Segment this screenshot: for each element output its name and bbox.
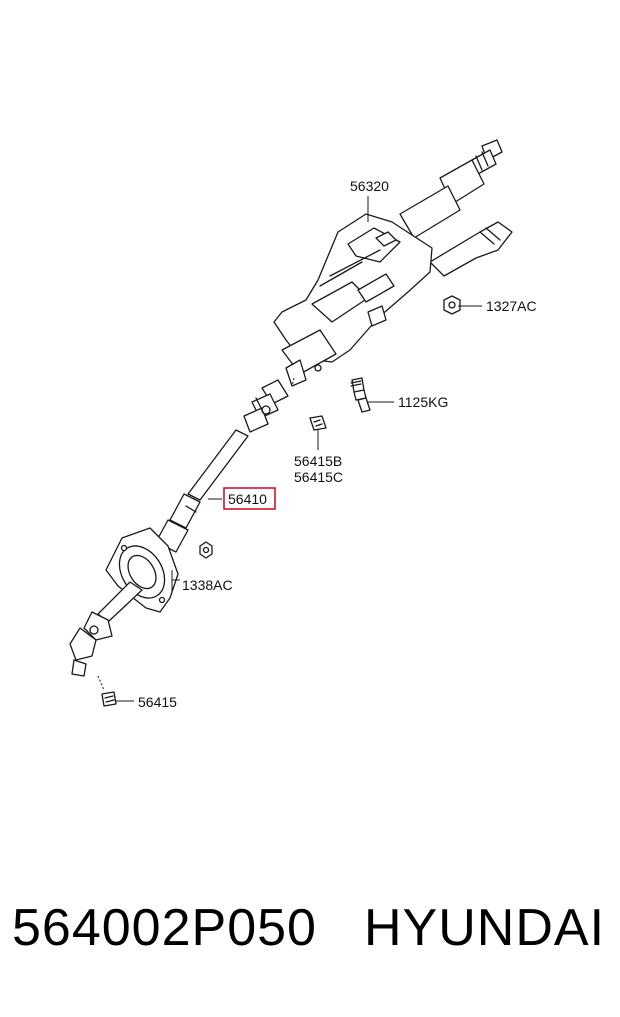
highlight-box xyxy=(223,487,276,510)
nut-1327ac-icon xyxy=(443,295,461,315)
steering-column-diagram: 56320 1327AC 1125KG 56415B 56415C 56410 … xyxy=(69,139,537,710)
brand-name: HYUNDAI xyxy=(364,899,606,957)
bolt-1125kg-icon xyxy=(350,377,371,413)
callout-1125kg: 1125KG xyxy=(398,394,448,410)
callout-56415c: 56415C xyxy=(294,469,343,485)
bolt-56415b-icon xyxy=(309,415,327,431)
leader-lines xyxy=(97,196,482,702)
steering-column-upper xyxy=(273,139,513,387)
callout-56320: 56320 xyxy=(350,178,389,194)
callout-56410[interactable]: 56410 xyxy=(228,491,267,507)
part-number: 564002P050 xyxy=(12,899,317,957)
callout-1338ac: 1338AC xyxy=(182,577,233,593)
bolt-56415-icon xyxy=(101,691,117,707)
callout-56415: 56415 xyxy=(138,694,177,710)
callout-1327ac: 1327AC xyxy=(486,298,537,314)
universal-joint-upper xyxy=(243,379,289,433)
footer: 564002P050 HYUNDAI xyxy=(0,898,620,988)
nut-1338ac-icon xyxy=(199,541,213,559)
lower-shaft xyxy=(69,581,143,677)
intermediate-shaft xyxy=(155,429,249,553)
callout-56415b: 56415B xyxy=(294,453,342,469)
